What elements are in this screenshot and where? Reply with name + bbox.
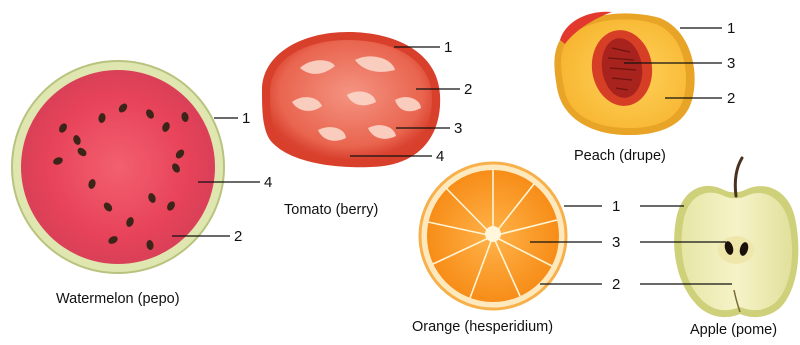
watermelon-illustration: [12, 61, 260, 273]
watermelon-label-1: 1: [242, 110, 250, 127]
orange-label-3: 3: [612, 234, 620, 251]
tomato-label-3: 3: [454, 120, 462, 137]
peach-label-1: 1: [727, 20, 735, 37]
apple-caption: Apple (pome): [690, 322, 777, 338]
watermelon-label-2: 2: [234, 228, 242, 245]
tomato-illustration: [262, 32, 460, 167]
tomato-label-2: 2: [464, 81, 472, 98]
peach-caption: Peach (drupe): [574, 148, 666, 164]
tomato-caption: Tomato (berry): [284, 202, 378, 218]
tomato-label-4: 4: [436, 148, 444, 165]
apple-illustration: [640, 158, 798, 317]
orange-label-1: 1: [612, 198, 620, 215]
tomato-label-1: 1: [444, 39, 452, 56]
orange-label-2: 2: [612, 276, 620, 293]
peach-label-2: 2: [727, 90, 735, 107]
orange-illustration: [420, 163, 602, 309]
watermelon-caption: Watermelon (pepo): [56, 291, 180, 307]
orange-caption: Orange (hesperidium): [412, 319, 553, 335]
peach-illustration: [554, 12, 722, 135]
peach-label-3: 3: [727, 55, 735, 72]
watermelon-label-4: 4: [264, 174, 272, 191]
